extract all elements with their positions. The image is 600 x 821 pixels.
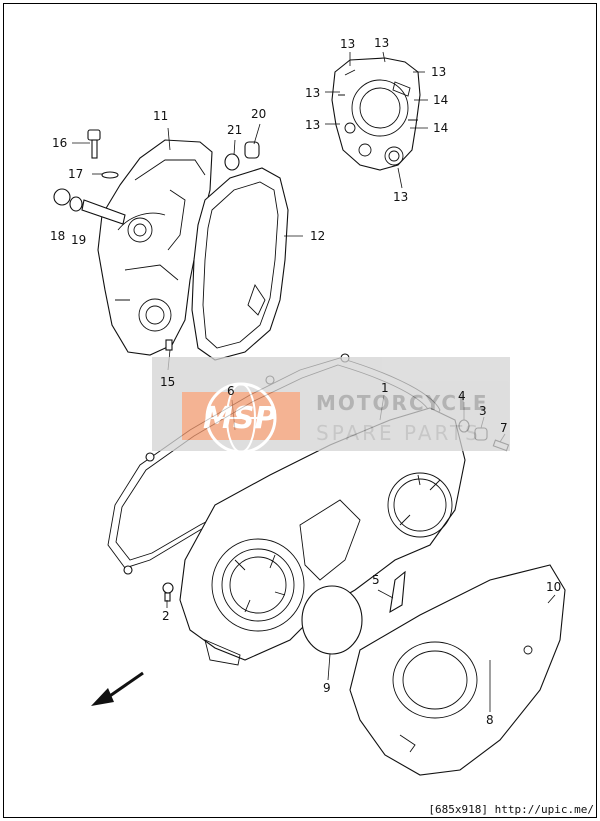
callout-8: 8: [486, 713, 494, 727]
callout-12: 12: [310, 229, 325, 243]
watermark: MSP MOTORCYCLE SPARE PARTS: [152, 357, 510, 454]
callout-16: 16: [52, 136, 67, 150]
callout-14-b: 14: [433, 121, 448, 135]
direction-arrow: [91, 671, 144, 706]
callout-11: 11: [153, 109, 168, 123]
watermark-logo-text: MSP: [203, 401, 276, 436]
callout-13-f: 13: [393, 190, 408, 204]
small-cover-part: [331, 57, 421, 171]
callout-13-c: 13: [431, 65, 446, 79]
callout-17: 17: [68, 167, 83, 181]
callout-7: 7: [500, 421, 508, 435]
callout-18: 18: [50, 229, 65, 243]
callout-20: 20: [251, 107, 266, 121]
callout-4: 4: [458, 389, 466, 403]
callout-10: 10: [546, 580, 561, 594]
round-cap-part: [301, 570, 406, 655]
callout-6: 6: [227, 384, 235, 398]
callout-2: 2: [162, 609, 170, 623]
callout-3: 3: [479, 404, 487, 418]
callout-19: 19: [71, 233, 86, 247]
image-source-footer: [685x918] http://upic.me/: [428, 803, 594, 816]
callout-13-a: 13: [340, 37, 355, 51]
crankcase-cover-part: [97, 139, 213, 356]
callout-21: 21: [227, 123, 242, 137]
callout-13-e: 13: [305, 118, 320, 132]
callout-5: 5: [372, 573, 380, 587]
outer-cover-part: [349, 564, 566, 776]
watermark-line2: SPARE PARTS: [316, 421, 481, 445]
callout-9: 9: [323, 681, 331, 695]
gasket-part: [191, 167, 289, 361]
callout-labels: 11 21 20 16 17 18 19 12 15 13 13 13 13 1…: [50, 36, 561, 727]
small-hardware-parts: [53, 129, 260, 351]
callout-13-d: 13: [305, 86, 320, 100]
callout-15: 15: [160, 375, 175, 389]
callout-14-a: 14: [433, 93, 448, 107]
callout-13-b: 13: [374, 36, 389, 50]
watermark-line1: MOTORCYCLE: [316, 391, 488, 415]
callout-1: 1: [381, 381, 389, 395]
